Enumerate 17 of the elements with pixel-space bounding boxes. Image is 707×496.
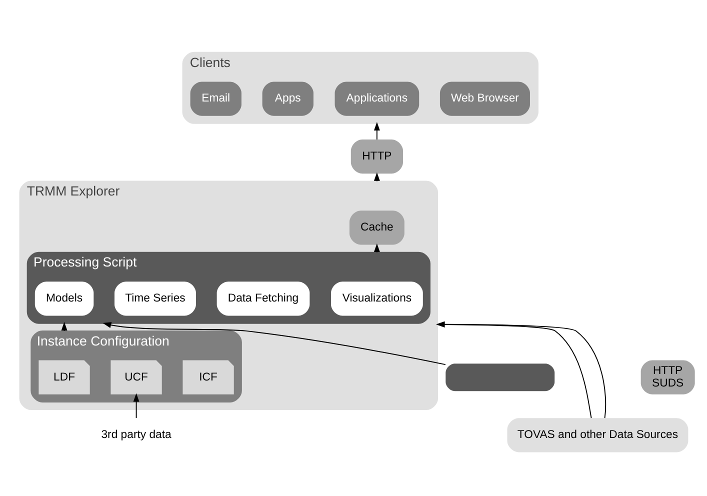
- node-box: Email: [190, 81, 242, 116]
- arrow: [374, 122, 380, 140]
- node-box: Models: [34, 281, 94, 316]
- arrow: [133, 392, 140, 418]
- node-box: Visualizations: [331, 281, 423, 316]
- node-box: Web Browser: [440, 81, 530, 116]
- node-box: Applications: [334, 81, 420, 116]
- node-box: TOVAS and other Data Sources: [507, 418, 688, 452]
- node-box: Time Series: [114, 281, 196, 316]
- node-box: Data Fetching: [216, 281, 310, 316]
- node-box: HTTP: [350, 139, 403, 174]
- node-box: HTTP SUDS: [640, 360, 695, 394]
- node-box: Apps: [262, 81, 314, 116]
- arrow: [374, 242, 380, 252]
- node-text: 3rd party data: [101, 428, 172, 441]
- node-box: [446, 363, 555, 391]
- node-box: Cache: [349, 210, 404, 244]
